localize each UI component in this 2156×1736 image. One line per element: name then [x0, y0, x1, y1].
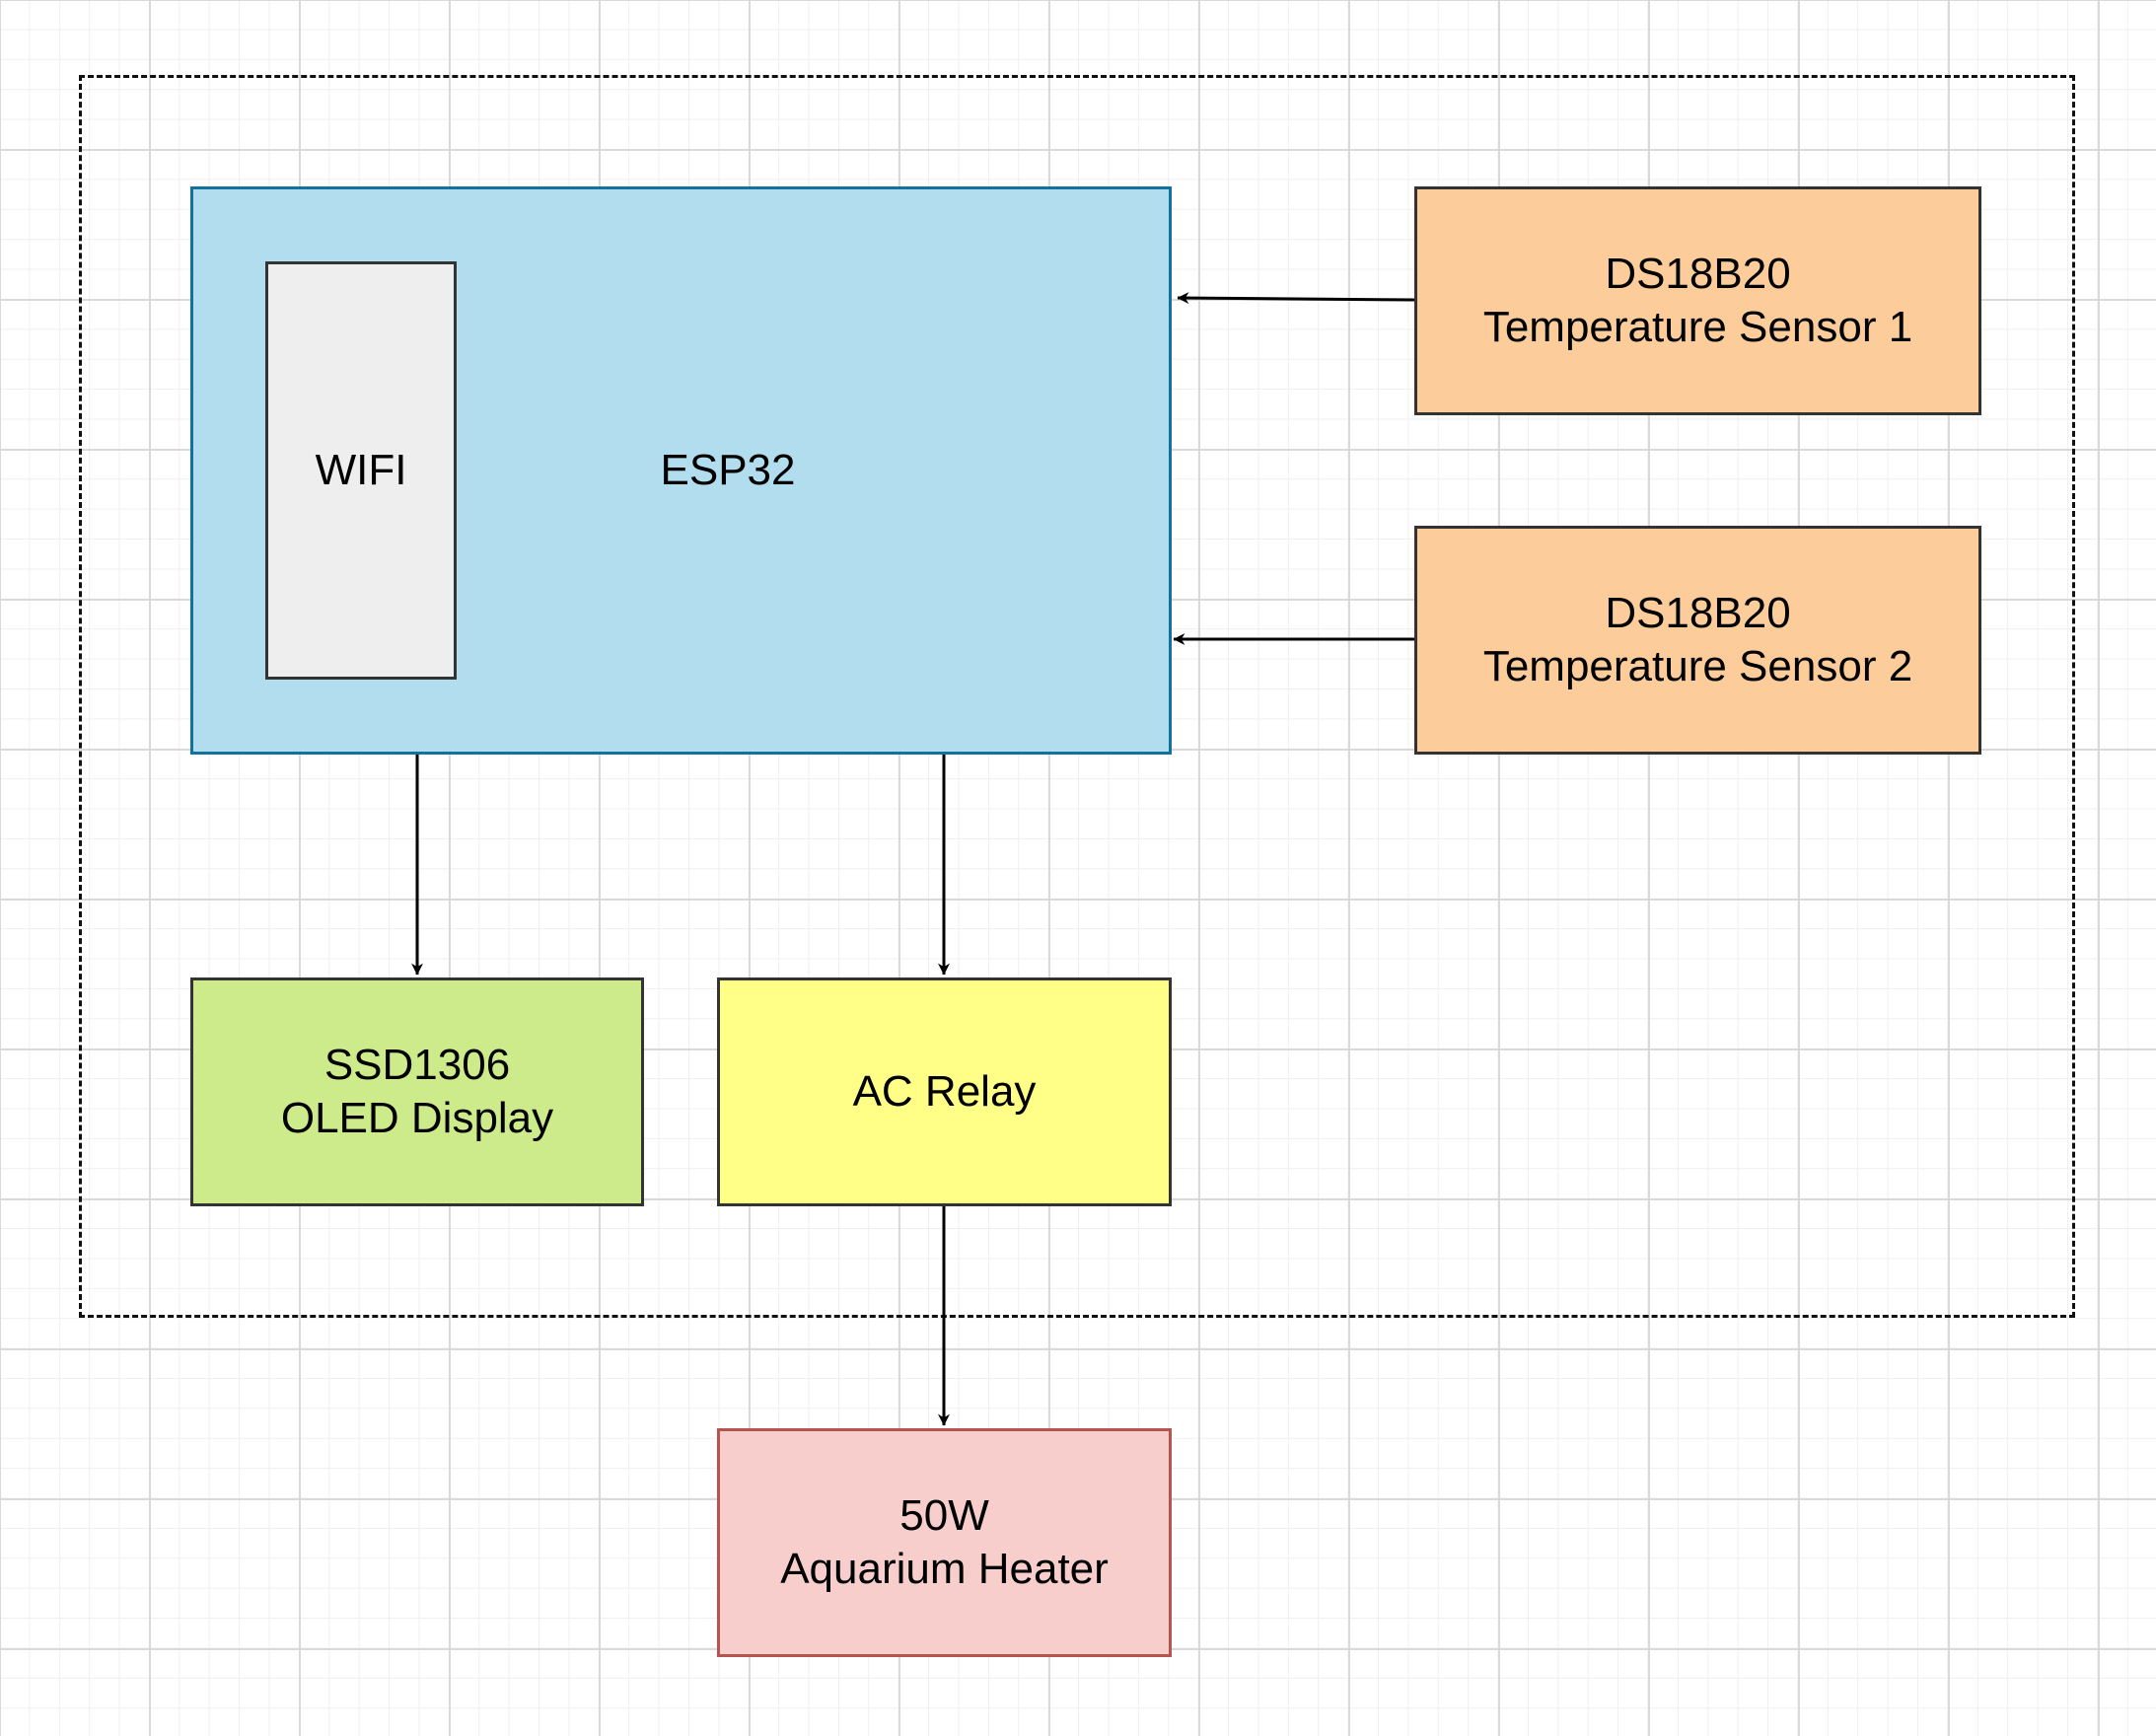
system-boundary [79, 75, 2075, 1318]
heater-wattage: 50W [899, 1491, 989, 1540]
display-model: SSD1306 [323, 1041, 511, 1089]
ac-relay-block[interactable]: AC Relay [717, 977, 1172, 1206]
sensor-1-model: DS18B20 [1605, 250, 1791, 298]
oled-display-block[interactable]: SSD1306 OLED Display [190, 977, 644, 1206]
esp32-label: ESP32 [660, 446, 796, 494]
relay-label: AC Relay [852, 1067, 1037, 1116]
temperature-sensor-1-block[interactable]: DS18B20 Temperature Sensor 1 [1414, 186, 1981, 415]
wifi-block[interactable]: WIFI [265, 261, 457, 680]
temperature-sensor-2-block[interactable]: DS18B20 Temperature Sensor 2 [1414, 526, 1981, 755]
connector-sensor1-to-esp32 [1177, 292, 1415, 305]
display-name: OLED Display [280, 1094, 554, 1142]
wifi-label: WIFI [315, 446, 407, 494]
aquarium-heater-block[interactable]: 50W Aquarium Heater [717, 1428, 1172, 1657]
sensor-1-name: Temperature Sensor 1 [1482, 303, 1913, 351]
sensor-2-model: DS18B20 [1605, 589, 1791, 637]
sensor-2-name: Temperature Sensor 2 [1482, 642, 1913, 690]
heater-name: Aquarium Heater [780, 1545, 1109, 1593]
